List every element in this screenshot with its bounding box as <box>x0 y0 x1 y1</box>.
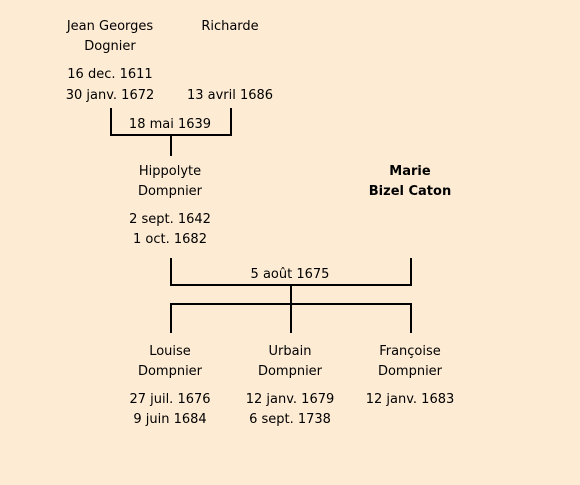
connector-mother-down <box>230 108 232 136</box>
person-hippolyte-death: 1 oct. 1682 <box>133 232 207 247</box>
person-louise-last-name: Dompnier <box>137 364 203 379</box>
connector-louise <box>170 303 172 333</box>
person-urbain-last-name: Dompnier <box>257 364 323 379</box>
person-urbain-birth: 12 janv. 1679 <box>245 392 335 407</box>
person-hippolyte-last-name: Dompnier <box>137 184 203 199</box>
person-hippolyte-first-name: Hippolyte <box>138 164 202 179</box>
person-louise-first-name: Louise <box>149 344 191 359</box>
person-urbain-first-name: Urbain <box>268 344 312 359</box>
person-urbain-death: 6 sept. 1738 <box>249 412 331 427</box>
connector-to-children <box>290 286 292 304</box>
person-jean-georges-death: 30 janv. 1672 <box>65 88 155 103</box>
person-jean-georges-birth: 16 dec. 1611 <box>67 67 153 82</box>
person-marie-last-name: Bizel Caton <box>368 184 452 199</box>
person-louise-death: 9 juin 1684 <box>133 412 207 427</box>
marriage-line-gen1 <box>110 134 232 136</box>
connector-marie-down <box>410 258 412 286</box>
connector-francoise <box>410 303 412 333</box>
marriage-date-gen2: 5 août 1675 <box>250 267 330 282</box>
person-richarde-first-name: Richarde <box>201 19 259 34</box>
person-louise-birth: 27 juil. 1676 <box>129 392 211 407</box>
person-jean-georges-last-name: Dognier <box>84 39 136 54</box>
connector-urbain <box>290 303 292 333</box>
marriage-line-gen2 <box>170 284 412 286</box>
connector-to-hippolyte <box>170 136 172 156</box>
person-marie-first-name: Marie <box>389 164 431 179</box>
person-francoise-last-name: Dompnier <box>377 364 443 379</box>
person-hippolyte-birth: 2 sept. 1642 <box>129 212 211 227</box>
connector-hippolyte-down <box>170 258 172 286</box>
person-richarde-death: 13 avril 1686 <box>186 88 274 103</box>
person-francoise-birth: 12 janv. 1683 <box>365 392 455 407</box>
person-jean-georges-first-name: Jean Georges <box>66 19 154 34</box>
connector-father-down <box>110 108 112 136</box>
person-francoise-first-name: Françoise <box>379 344 441 359</box>
marriage-date-gen1: 18 mai 1639 <box>128 117 212 132</box>
